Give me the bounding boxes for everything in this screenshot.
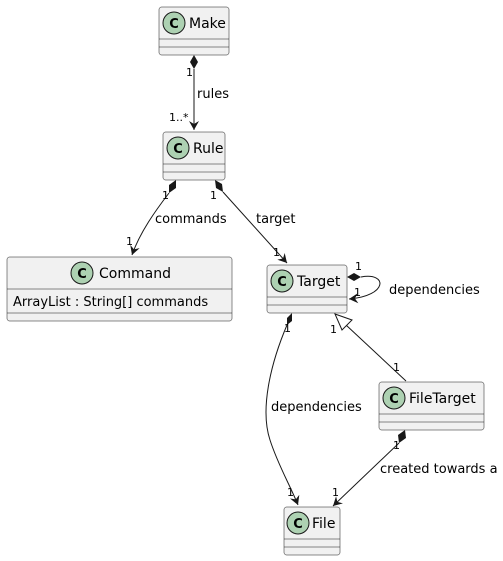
- multiplicity-target: 1: [287, 486, 294, 499]
- class-make[interactable]: C Make: [158, 6, 230, 56]
- multiplicity-source: 1: [284, 322, 291, 335]
- multiplicity-source: 1: [393, 439, 400, 452]
- class-filetarget[interactable]: C FileTarget: [378, 381, 485, 431]
- composition-diamond-icon: [215, 180, 223, 192]
- multiplicity-target: 1: [273, 246, 280, 259]
- relation-filetarget-generalization: 1 1: [330, 313, 407, 382]
- class-name: Make: [189, 16, 226, 32]
- class-name: FileTarget: [409, 391, 476, 407]
- svg-text:C: C: [173, 142, 183, 157]
- class-name: File: [312, 516, 335, 532]
- composition-diamond-icon: [190, 55, 198, 69]
- multiplicity-source: 1: [393, 361, 400, 374]
- multiplicity-target: 1: [354, 286, 361, 299]
- class-icon: C: [70, 261, 94, 285]
- generalization-triangle-icon: [334, 313, 353, 331]
- relation-label: rules: [197, 87, 229, 102]
- multiplicity-target: 1: [330, 323, 337, 336]
- svg-text:C: C: [389, 392, 399, 407]
- class-icon: C: [382, 386, 406, 410]
- composition-diamond-icon: [169, 180, 176, 193]
- multiplicity-target: 1..*: [169, 111, 189, 124]
- relation-rule-commands: commands 1 1: [126, 180, 227, 256]
- svg-text:C: C: [169, 17, 179, 32]
- multiplicity-source: 1: [186, 66, 193, 79]
- svg-text:C: C: [77, 267, 87, 282]
- composition-diamond-icon: [347, 273, 361, 281]
- relation-target-self-dependencies: dependencies 1 1: [347, 260, 480, 304]
- relation-target-file-dependencies: dependencies 1 1: [265, 313, 362, 506]
- class-icon: C: [286, 511, 310, 535]
- multiplicity-target: 1: [332, 486, 339, 499]
- class-icon: C: [270, 269, 294, 293]
- class-target[interactable]: C Target: [266, 264, 348, 314]
- composition-diamond-icon: [287, 313, 292, 325]
- relation-make-rules: rules 1 1..*: [169, 55, 229, 130]
- svg-text:C: C: [293, 517, 303, 532]
- class-icon: C: [162, 11, 186, 35]
- class-attribute: ArrayList : String[] commands: [13, 295, 208, 310]
- class-name: Rule: [193, 141, 223, 157]
- multiplicity-source: 1: [355, 260, 362, 273]
- class-name: Command: [99, 266, 171, 282]
- relation-rule-target: target 1 1: [210, 180, 296, 264]
- multiplicity-target: 1: [126, 235, 133, 248]
- relation-label: created towards a: [380, 462, 498, 477]
- class-icon: C: [166, 136, 190, 160]
- relation-filetarget-file: created towards a 1 1: [332, 430, 498, 507]
- multiplicity-source: 1: [210, 189, 217, 202]
- relation-label: commands: [155, 212, 227, 227]
- class-name: Target: [296, 274, 341, 290]
- svg-text:C: C: [277, 275, 287, 290]
- relation-label: dependencies: [389, 283, 480, 298]
- class-rule[interactable]: C Rule: [162, 131, 226, 181]
- multiplicity-source: 1: [162, 189, 169, 202]
- class-command[interactable]: C Command ArrayList : String[] commands: [6, 256, 233, 322]
- class-file[interactable]: C File: [283, 506, 341, 556]
- relation-label: dependencies: [271, 400, 362, 415]
- composition-diamond-icon: [398, 430, 406, 443]
- relation-label: target: [256, 212, 296, 227]
